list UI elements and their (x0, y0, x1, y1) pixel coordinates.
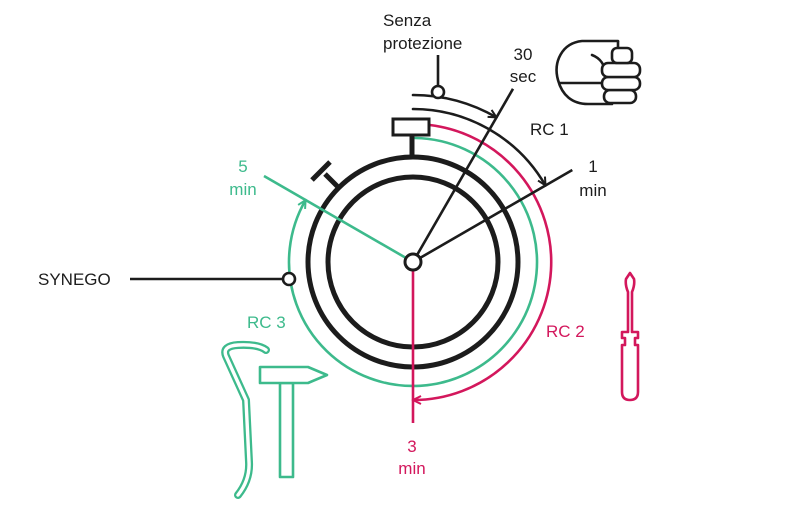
rc2-arc (411, 123, 553, 400)
leader-marker (430, 84, 446, 100)
stopwatch-center-pin (403, 252, 423, 272)
no-protection-leader (430, 55, 446, 100)
no-protection-label-line1: Senza (383, 11, 432, 30)
protection-arcs (287, 93, 553, 400)
no-protection-arc (411, 93, 497, 119)
time-1min-unit: min (579, 181, 606, 200)
rc2-label: RC 2 (546, 322, 585, 341)
hand-5min (263, 174, 414, 264)
fist-icon (555, 39, 642, 106)
rc3-label: RC 3 (247, 313, 286, 332)
time-1min-value: 1 (588, 157, 597, 176)
leader-marker (281, 271, 297, 287)
time-5min-unit: min (229, 180, 256, 199)
time-3min-value: 3 (407, 437, 416, 456)
no-protection-label-line2: protezione (383, 34, 462, 53)
time-30sec-value: 30 (514, 45, 533, 64)
synego-label: SYNEGO (38, 270, 111, 289)
time-30sec-unit: sec (510, 67, 537, 86)
stopwatch-crown-stem (323, 172, 341, 190)
rc3-arc (287, 136, 539, 388)
synego-leader (130, 271, 297, 287)
hand-1min (412, 168, 573, 264)
stopwatch-crown-bar (310, 160, 332, 182)
rc1-label: RC 1 (530, 120, 569, 139)
screwdriver-icon (620, 271, 640, 402)
time-hands (263, 88, 573, 423)
hand-30sec (411, 88, 515, 263)
time-5min-value: 5 (238, 157, 247, 176)
stopwatch-button (391, 117, 431, 137)
time-3min-unit: min (398, 459, 425, 478)
crowbar-icon (221, 340, 270, 499)
hammer-icon (258, 365, 329, 479)
